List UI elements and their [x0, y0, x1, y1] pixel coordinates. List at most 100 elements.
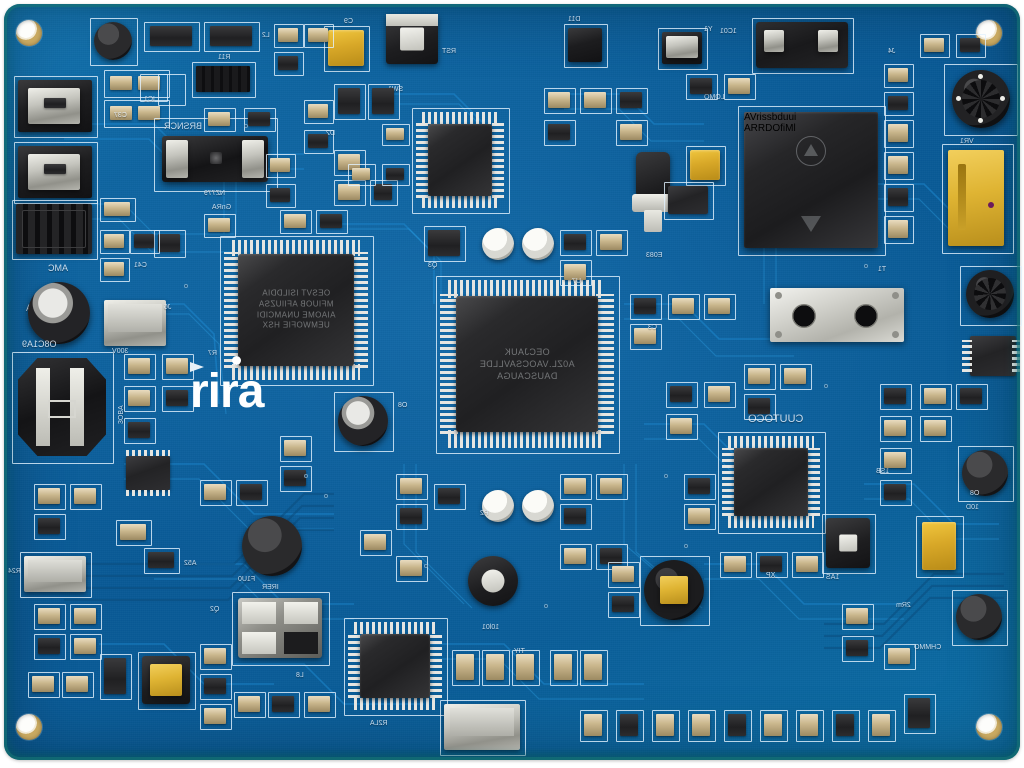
ceramic-cap-c12 [482, 228, 514, 260]
silk-outline-ffc [942, 144, 1014, 254]
silk-outline-tant1 [324, 26, 370, 72]
silk-label-o-right: O8 [970, 490, 980, 497]
usb-connector-1 [18, 80, 92, 132]
inductor-bottom-right [956, 594, 1002, 640]
silk-label-r2la: R2LA [370, 720, 388, 727]
silk-outline-circ-conn2 [960, 266, 1022, 326]
electrolytic-capacitor-c8 [338, 396, 388, 446]
silk-outline-rpack1 [104, 70, 170, 98]
ic-tssop64 [428, 124, 492, 196]
silk-outline-rj45 [12, 200, 98, 260]
silk-outline-xtal [752, 18, 854, 74]
led-module [644, 560, 704, 620]
silk-label-j6: J6 [164, 304, 172, 311]
silk-outline-dipswitch [192, 62, 256, 98]
silk-outline-usb1 [14, 76, 98, 138]
metal-shield [770, 288, 904, 342]
silk-outline-usb2 [14, 142, 98, 204]
silk-outline-rsmall2 [158, 74, 186, 106]
usb-connector-2 [18, 146, 92, 198]
mcu-left-lqfp100: OESVT ISILDDIA MFIUOB AFIIUZSA AIAOME UN… [238, 254, 354, 366]
silk-label-e083: E083 [646, 252, 663, 259]
silk-label-j4: J4 [888, 48, 896, 55]
silk-label-t1: T1 [878, 266, 887, 273]
ceramic-cap-c15 [522, 490, 554, 522]
silk-outline-rr4 [154, 230, 186, 258]
silk-outline-ind-right [958, 446, 1014, 502]
dip-switch-sw2 [196, 66, 250, 92]
silk-outline-sd3 [440, 700, 526, 756]
bga-marking: AVrissbduui ARRDOfiMl [744, 112, 797, 134]
silk-label-r24: R24 [8, 568, 21, 575]
qfp-bottom-center [360, 634, 430, 698]
mounting-hole-bottom-right [976, 714, 1002, 740]
silk-label-q2: Q2 [210, 606, 220, 613]
tantalum-capacitor-c9 [328, 30, 364, 66]
silk-label-c41: C41 [134, 262, 147, 269]
silk-outline-rs-top5 [370, 180, 398, 206]
silk-outline-opto [138, 652, 196, 710]
silk-outline-rs-top2 [368, 84, 400, 120]
silk-outline-soic-tc [664, 182, 714, 220]
silk-label-a52: A52 [184, 560, 197, 567]
qfn-ic-right [734, 448, 808, 516]
silk-label-2rm: 2Rm [896, 602, 911, 609]
silk-label-c9: C9 [344, 18, 353, 25]
silk-outline-sd2 [20, 552, 92, 598]
silk-outline-tssop [412, 108, 510, 214]
mounting-hole-top-right [976, 20, 1002, 46]
silk-label-r7: R7 [208, 350, 217, 357]
silk-label-10l01: 10l01 [482, 624, 500, 631]
silk-outline-conn-tr [564, 24, 608, 68]
silk-label-p2: P2 [480, 510, 489, 517]
silk-outline-qfp-bottom [344, 618, 448, 716]
silk-outline-rr3 [100, 198, 136, 222]
microsd-socket-bottom [24, 556, 86, 592]
silk-outline-ind-br [952, 590, 1008, 646]
silk-outline-rs-top3 [334, 150, 366, 176]
silk-label-l8: L8 [296, 672, 304, 679]
silk-label-vr1: VR1 [960, 138, 974, 145]
silk-label-d11: D11 [568, 16, 581, 23]
silk-outline-sensor [822, 514, 876, 574]
silk-outline-mcu-center [436, 276, 620, 454]
silk-outline-rs-top4 [334, 180, 366, 206]
silk-label-q3: Q3 [428, 262, 438, 269]
silk-outline-tant-right [916, 516, 964, 578]
rj45-connector [16, 204, 92, 254]
relay-module [18, 358, 106, 456]
mcu-left-marking: OESVT ISILDDIA MFIUOB AFIIUZSA AIAOME UN… [256, 288, 336, 330]
silk-label-irer: IRER [262, 584, 279, 591]
silk-outline-vreg1 [144, 22, 200, 52]
silk-outline-tant-tc [686, 146, 726, 186]
ceramic-cap-c13 [522, 228, 554, 260]
silk-label-xp: XP [766, 572, 776, 579]
silk-label-l2: L2 [262, 32, 270, 39]
silk-outline-relay [12, 352, 114, 464]
silk-label-c3: C3 [648, 324, 657, 331]
vreg-1 [150, 26, 192, 46]
silk-outline-q3 [424, 226, 466, 262]
shielded-inductor [242, 516, 302, 576]
vreg-2 [210, 26, 252, 46]
silk-label-10d: 10D [966, 504, 979, 511]
microsd-socket-3 [444, 704, 520, 750]
crystal-oscillator-y1 [756, 22, 848, 68]
silk-label-u7: U7 [572, 278, 581, 285]
silk-outline-mcu-left [220, 236, 374, 386]
silk-label-chmmo: CHMMO [914, 644, 942, 651]
silk-label-brsncr: BRSNCR [164, 121, 203, 131]
silk-outline-led [640, 556, 710, 626]
silk-label-gnra: GnRA [212, 204, 232, 211]
tantalum-capacitor-right [922, 522, 956, 570]
tactile-switch-sw1 [386, 14, 438, 64]
silk-label-1as: 1AS [826, 574, 840, 581]
connector-tr [568, 28, 602, 62]
silk-outline-circ-conn [944, 64, 1018, 136]
silk-outline-qfn [718, 432, 826, 534]
silk-label-amc: AMC [48, 263, 68, 273]
silk-outline-bga [738, 106, 886, 256]
circular-connector-2 [966, 270, 1014, 318]
silk-outline-rsmall1 [140, 74, 168, 102]
bga-memory-ic: AVrissbduui ARRDOfiMl [744, 112, 878, 248]
